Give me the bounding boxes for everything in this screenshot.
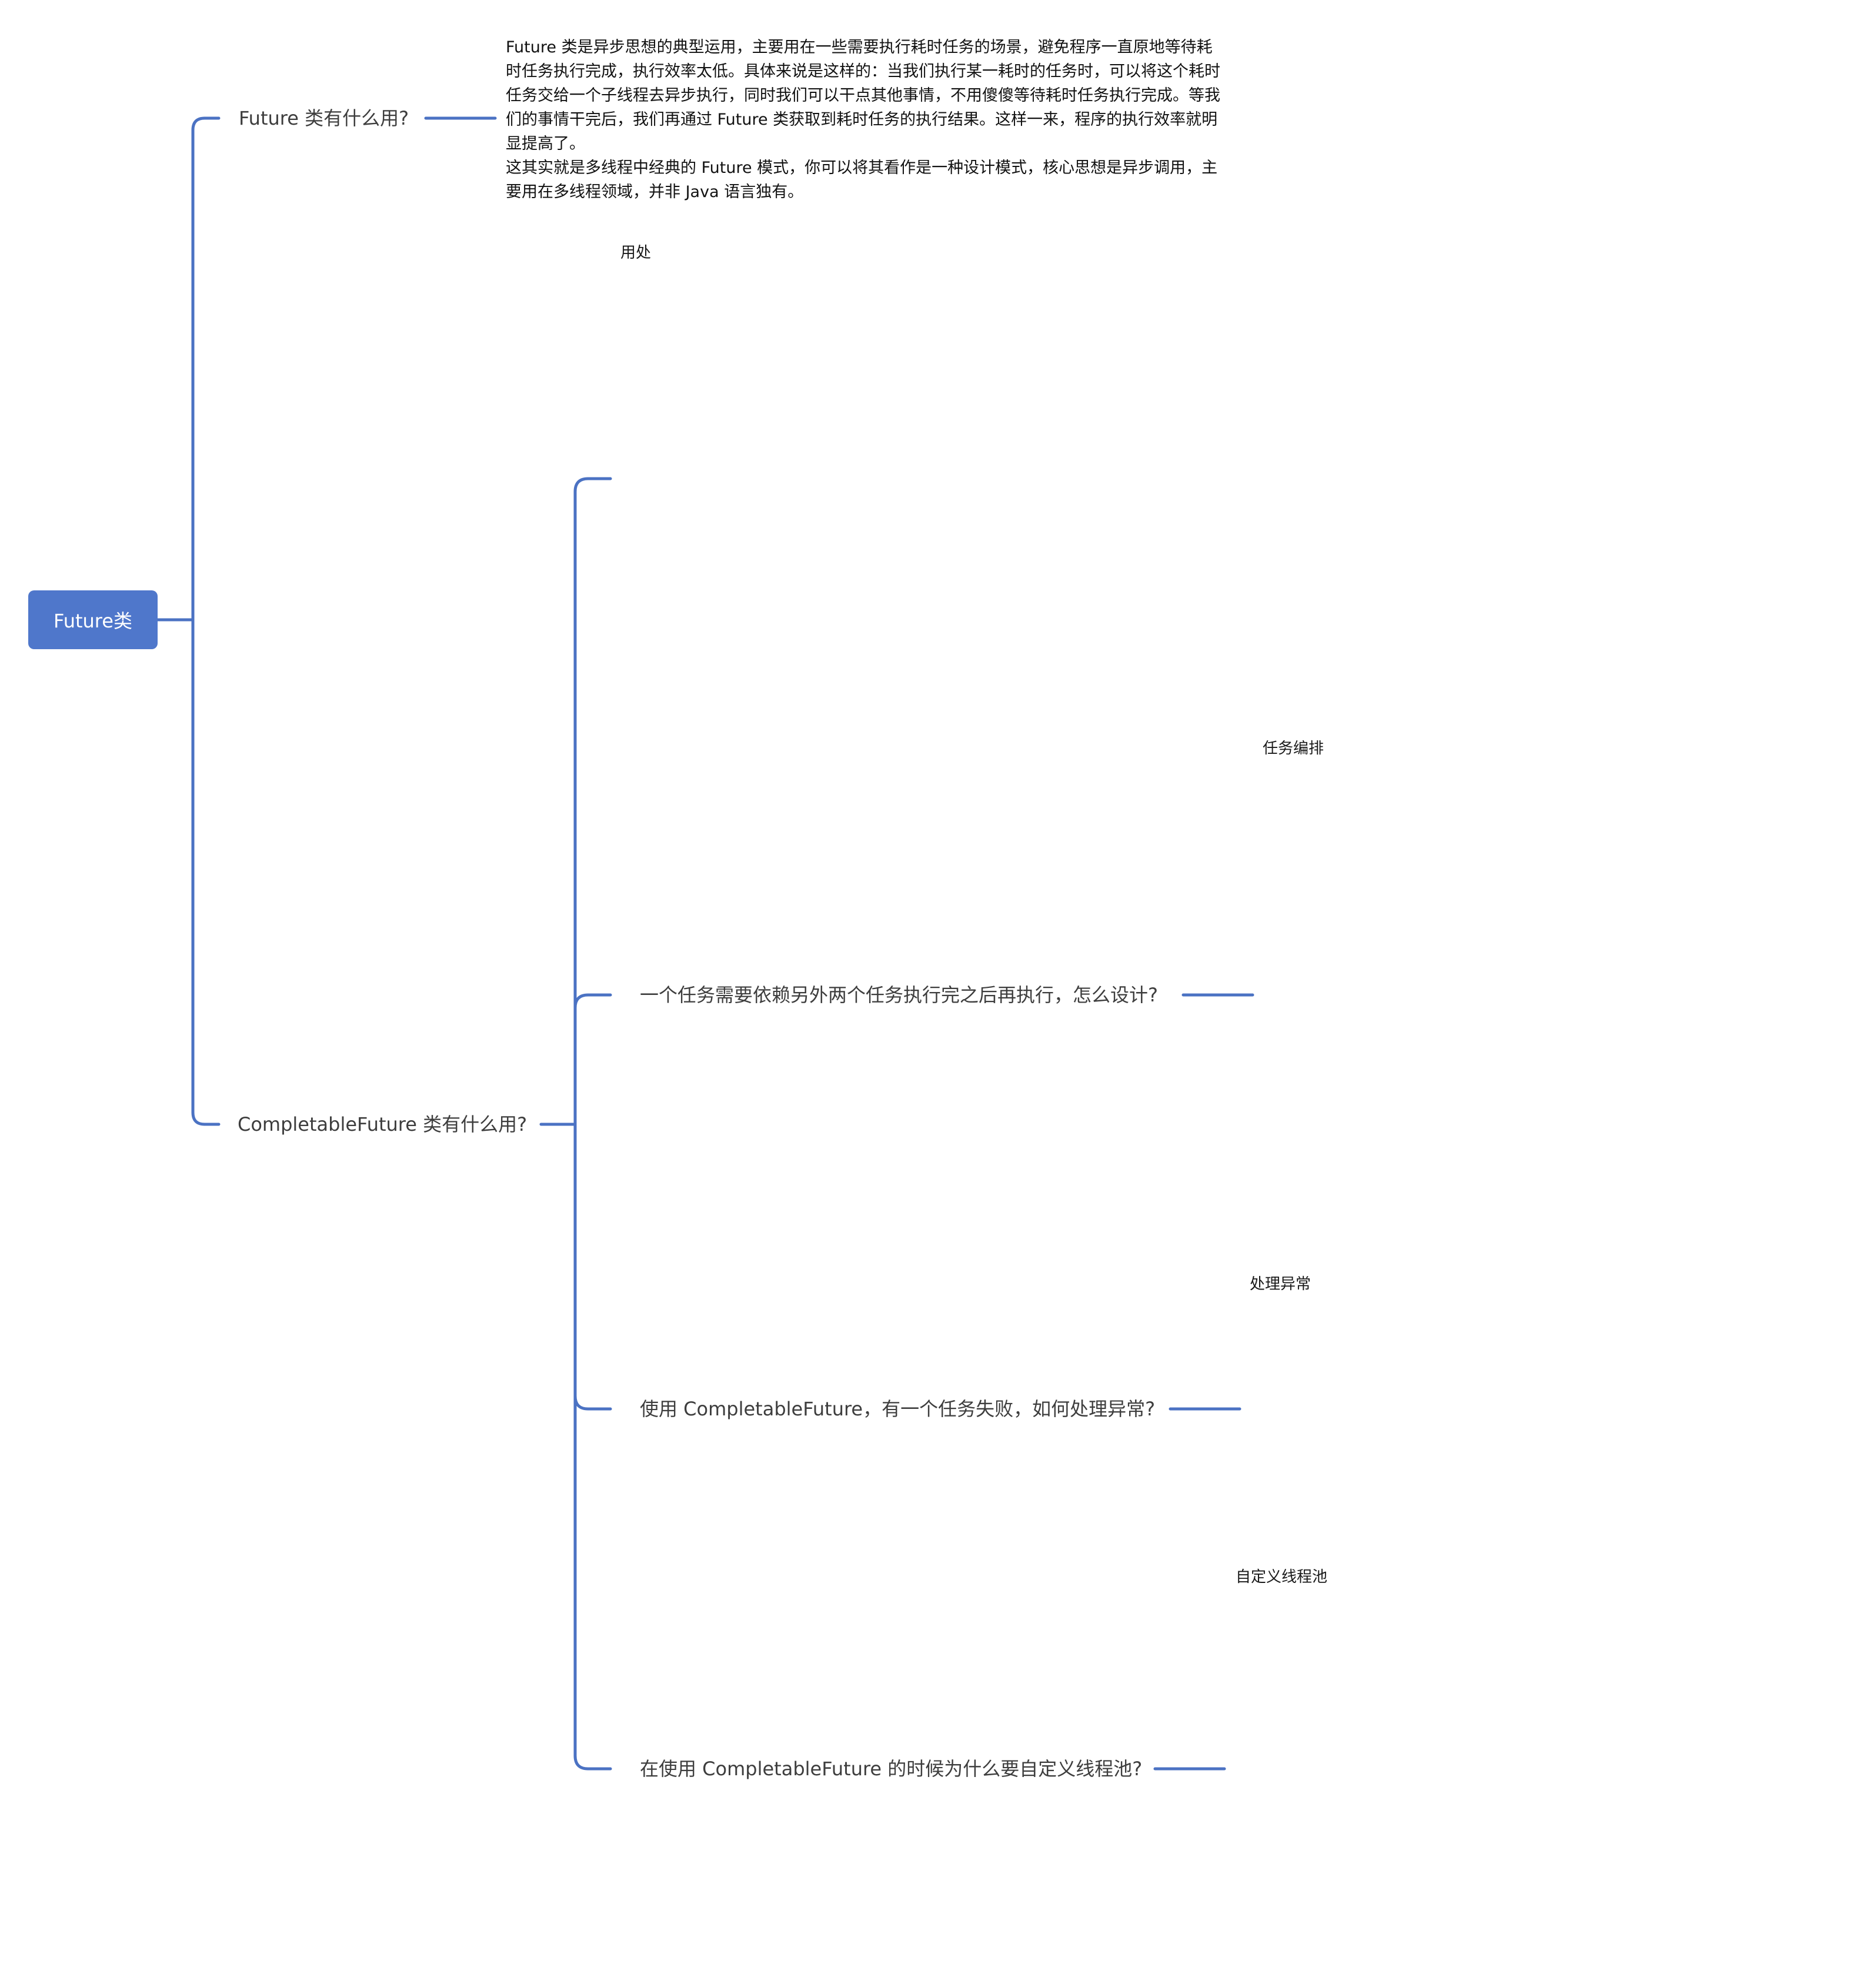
- branch-completablefuture-usage-label: CompletableFuture 类有什么用?: [238, 1113, 528, 1135]
- connector-root-spine: [191, 116, 206, 1126]
- note-task-orchestration-label: 任务编排: [1263, 740, 1324, 757]
- branch-future-usage[interactable]: Future 类有什么用?: [239, 109, 409, 128]
- child-task-dependency-label: 一个任务需要依赖另外两个任务执行完之后再执行，怎么设计?: [640, 984, 1158, 1006]
- note-usage: 用处: [620, 245, 651, 260]
- note-custom-thread-pool-label: 自定义线程池: [1236, 1568, 1328, 1586]
- note-task-orchestration: 任务编排: [1263, 741, 1324, 756]
- note-custom-thread-pool: 自定义线程池: [1236, 1569, 1327, 1585]
- child-exception-handling-label: 使用 CompletableFuture，有一个任务失败，如何处理异常?: [640, 1398, 1156, 1420]
- connector-branch-2-spine: [573, 477, 590, 1771]
- description-paragraph-1: Future 类是异步思想的典型运用，主要用在一些需要执行耗时任务的场景，避免程…: [506, 38, 1220, 153]
- child-custom-thread-pool-label: 在使用 CompletableFuture 的时候为什么要自定义线程池?: [640, 1758, 1143, 1780]
- child-task-dependency[interactable]: 一个任务需要依赖另外两个任务执行完之后再执行，怎么设计?: [640, 986, 1158, 1004]
- child-custom-thread-pool[interactable]: 在使用 CompletableFuture 的时候为什么要自定义线程池?: [640, 1759, 1142, 1778]
- connector-child-1: [573, 993, 612, 1010]
- branch-completablefuture-usage[interactable]: CompletableFuture 类有什么用?: [238, 1115, 527, 1134]
- note-exception-handling-label: 处理异常: [1250, 1275, 1311, 1293]
- connector-child-2: [573, 1394, 612, 1411]
- description-paragraph-2: 这其实就是多线程中经典的 Future 模式，你可以将其看作是一种设计模式，核心…: [506, 159, 1218, 201]
- branch-future-usage-label: Future 类有什么用?: [239, 107, 409, 129]
- branch-future-description: Future 类是异步思想的典型运用，主要用在一些需要执行耗时任务的场景，避免程…: [506, 35, 1223, 204]
- note-usage-label: 用处: [620, 244, 652, 262]
- root-topic-label: Future类: [54, 610, 132, 632]
- note-exception-handling: 处理异常: [1250, 1277, 1311, 1292]
- root-topic[interactable]: Future类: [28, 590, 158, 649]
- child-exception-handling[interactable]: 使用 CompletableFuture，有一个任务失败，如何处理异常?: [640, 1400, 1155, 1418]
